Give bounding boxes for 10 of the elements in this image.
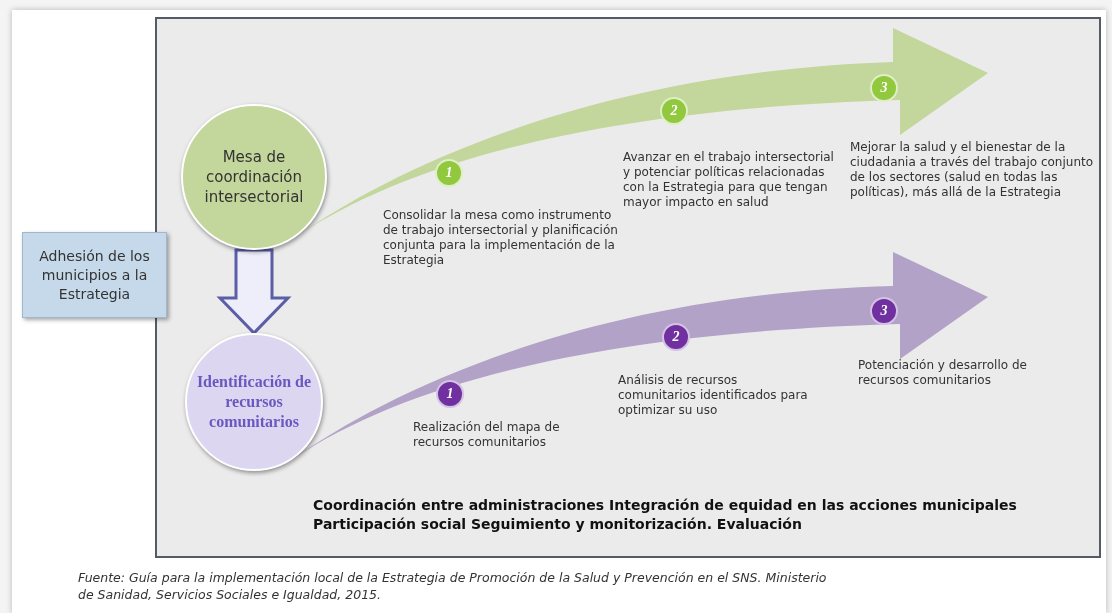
arrow [216, 248, 292, 336]
step-description: Análisis de recursos comunitarios identificados para optimizar su uso [618, 373, 809, 418]
step-description: Potenciación y desarrollo de recursos comunitarios [858, 358, 1028, 388]
step-description: Realización del mapa de recursos comunitarios [413, 420, 561, 450]
caption: Fuente: Guía para la implementación local de la Estrategia de Promoción de la Salud y Prevención en el SNS. Ministerio de Sanidad, Servicios Sociales e Igualdad, 2015. [78, 569, 828, 603]
step-description: Avanzar en el trabajo intersectorial y potenciar políticas relacionadas con la Estrategia para que tengan mayor impacto en salud [623, 150, 835, 210]
step-description: Mejorar la salud y el bienestar de la ciudadania a través del trabajo conjunto de los sectores (salud en todas las políticas), más allá de la Estrategia [850, 140, 1095, 200]
step-description: Consolidar la mesa como instrumento de trabajo intersectorial y planificación conjunta para la implementación de la Estrategia [383, 208, 619, 268]
process-box: Adhesión de los municipios a la Estrategia [22, 232, 167, 318]
note-text: Coordinación entre administraciones Integración de equidad en las acciones municipales Participación social Seguimiento y monitorización. Evaluación [313, 496, 1018, 534]
